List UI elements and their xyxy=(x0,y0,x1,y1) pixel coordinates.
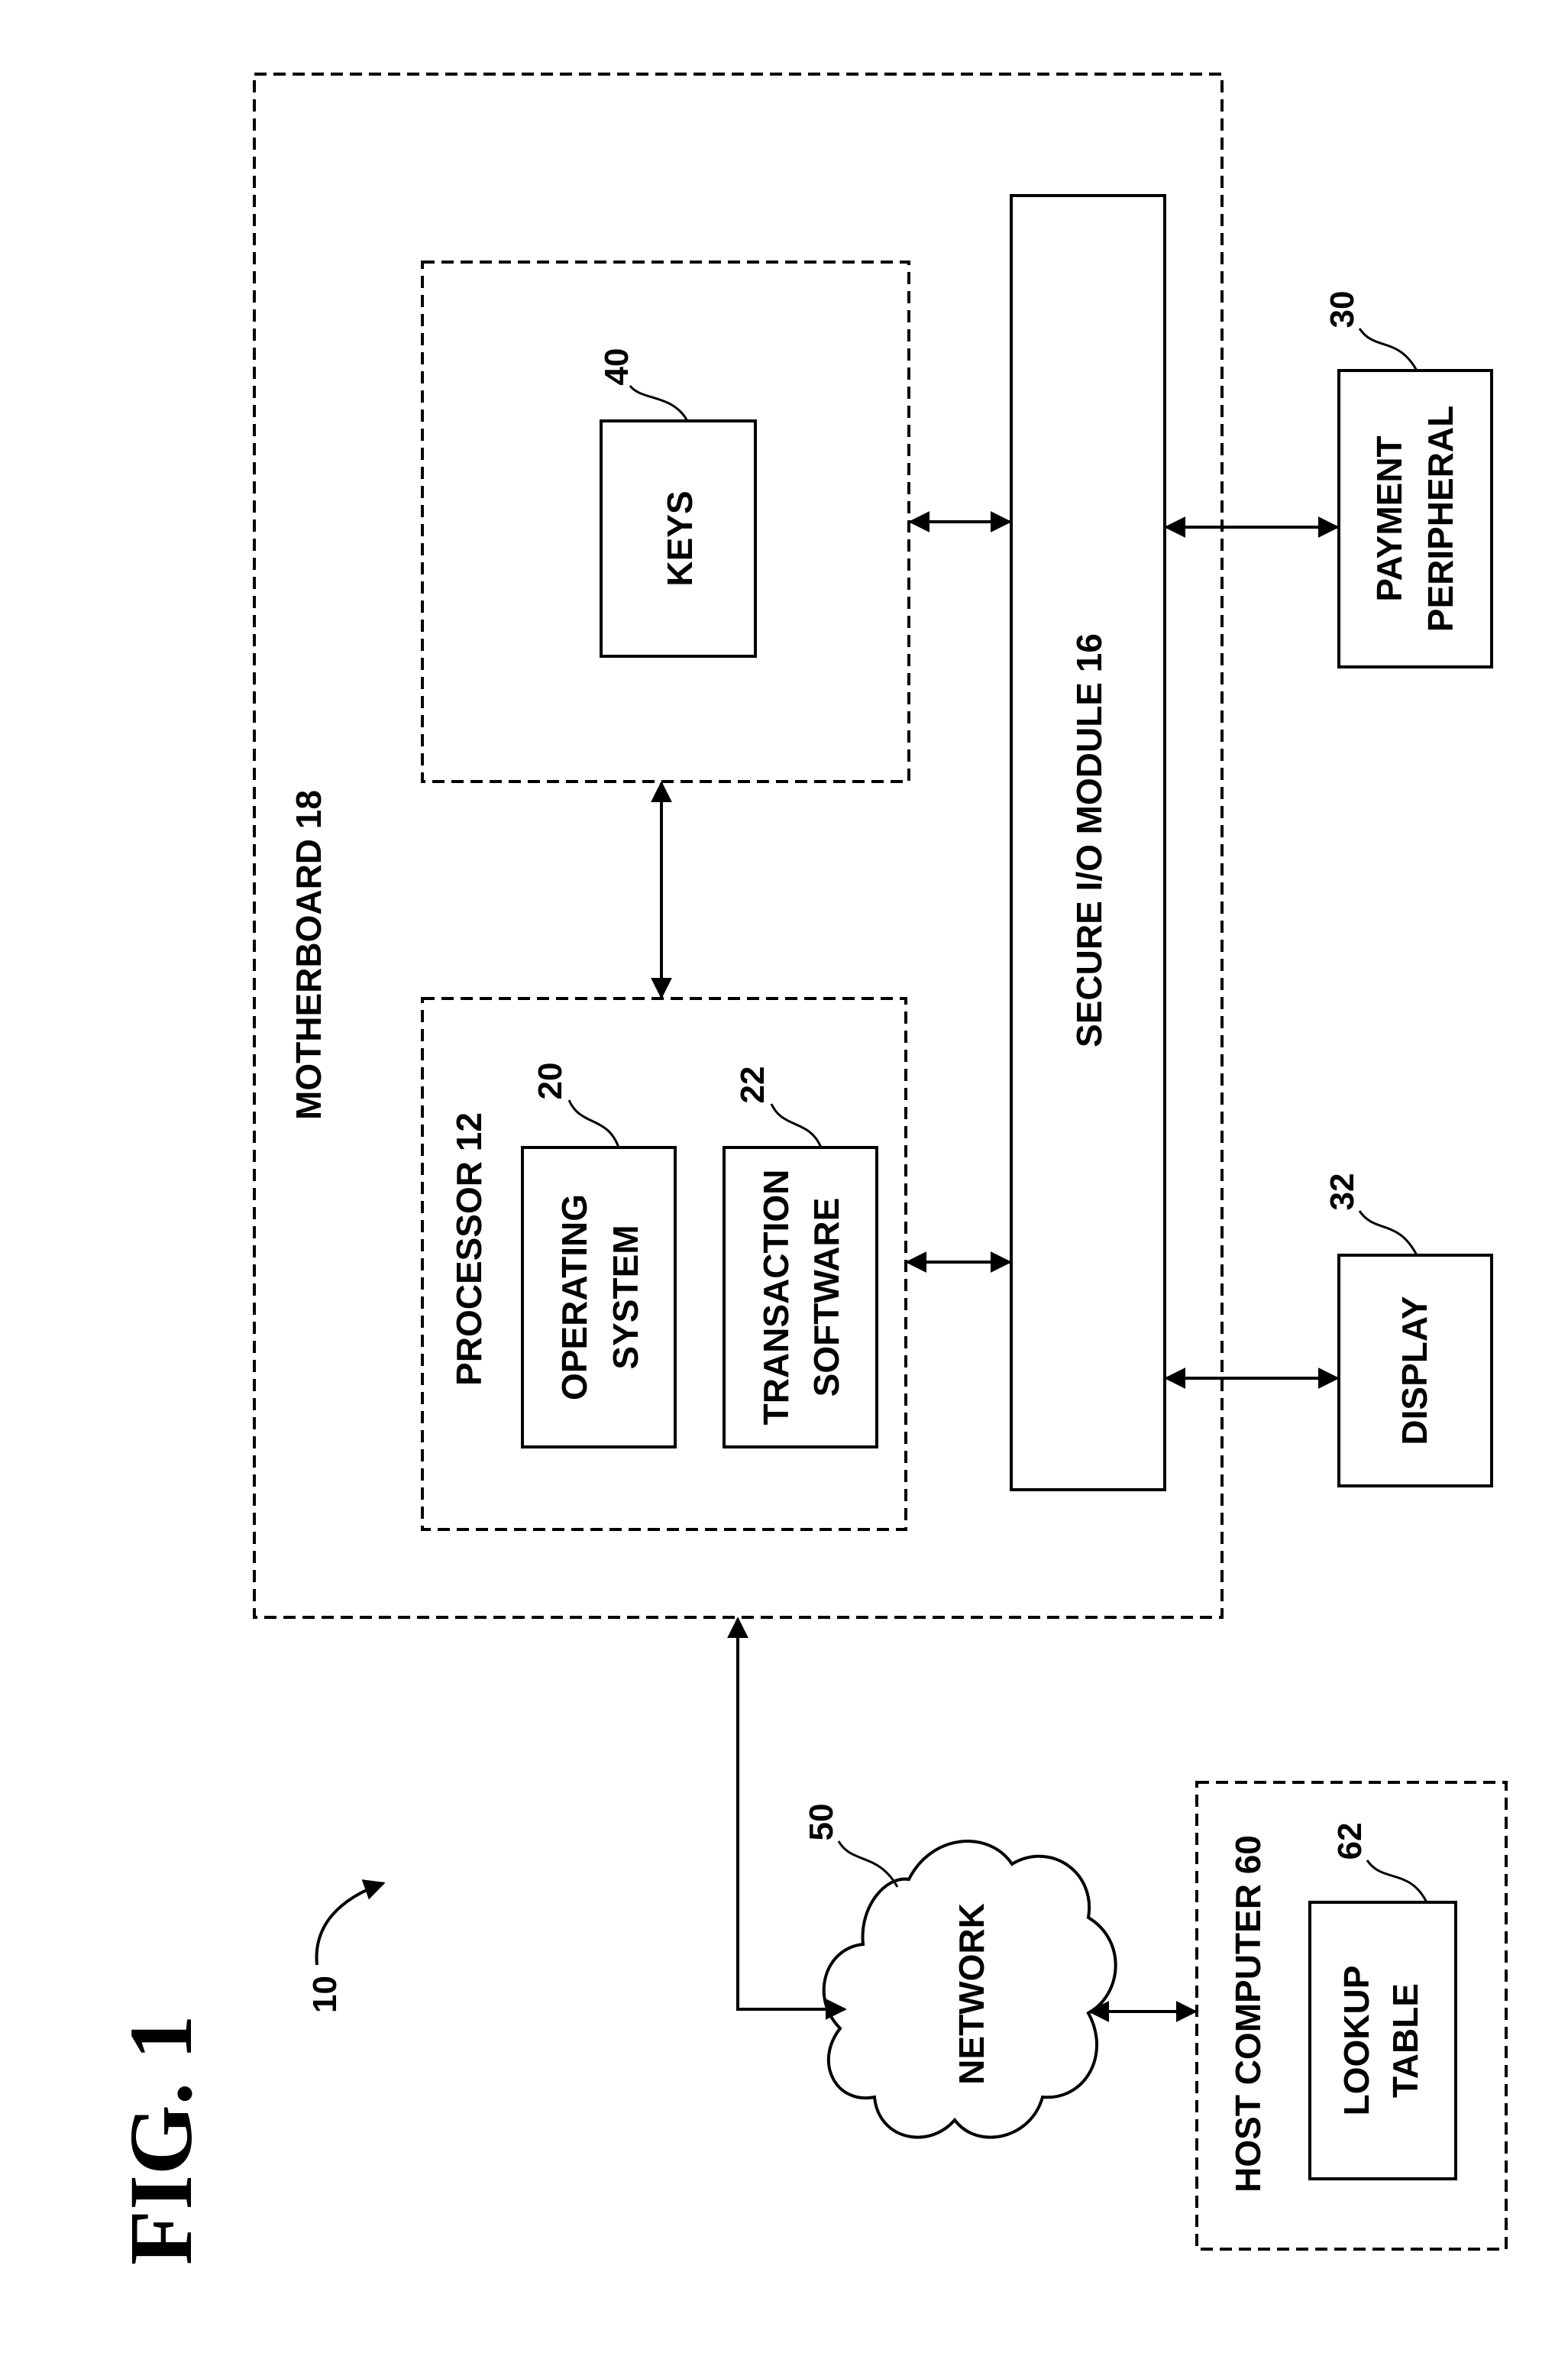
processor-label: PROCESSOR 12 xyxy=(449,1112,489,1386)
display-label: DISPLAY xyxy=(1395,1296,1434,1445)
display-leader xyxy=(1359,1211,1417,1255)
figure-label: FIG. 1 xyxy=(111,2015,211,2265)
transaction-software-label-line2: SOFTWARE xyxy=(807,1198,846,1397)
transaction-software-leader xyxy=(771,1104,821,1147)
lookup-table-label-line2: TABLE xyxy=(1385,1983,1425,2098)
transaction-software-label-line1: TRANSACTION xyxy=(756,1170,796,1426)
lookup-table-box xyxy=(1310,1902,1456,2179)
lookup-table-ref: 62 xyxy=(1331,1823,1369,1860)
network-ref: 50 xyxy=(803,1804,840,1841)
display-ref: 32 xyxy=(1324,1173,1361,1211)
payment-peripheral-label-line2: PERIPHERAL xyxy=(1421,406,1460,632)
operating-system-ref: 20 xyxy=(532,1063,569,1100)
keys-leader xyxy=(630,386,687,421)
lookup-table-label-line1: LOOKUP xyxy=(1337,1966,1376,2116)
network-leader xyxy=(839,1841,897,1887)
system-ref-arrow xyxy=(317,1883,383,1965)
system-ref-label: 10 xyxy=(306,1976,344,2013)
payment-peripheral-box xyxy=(1339,371,1492,667)
operating-system-label-line2: SYSTEM xyxy=(606,1225,645,1369)
network-label: NETWORK xyxy=(952,1903,991,2085)
payment-peripheral-label-line1: PAYMENT xyxy=(1369,435,1409,601)
operating-system-box xyxy=(522,1147,675,1447)
lookup-table-leader xyxy=(1367,1860,1427,1902)
operating-system-label-line1: OPERATING xyxy=(554,1194,594,1400)
payment-peripheral-ref: 30 xyxy=(1324,291,1361,329)
payment-peripheral-leader xyxy=(1359,329,1417,371)
host-computer-label: HOST COMPUTER 60 xyxy=(1228,1835,1268,2193)
keys-label: KEYS xyxy=(660,490,700,586)
transaction-software-box xyxy=(724,1147,877,1447)
keys-ref: 40 xyxy=(598,348,635,386)
secure-io-module-label: SECURE I/O MODULE 16 xyxy=(1069,633,1109,1047)
operating-system-leader xyxy=(569,1100,619,1147)
transaction-software-ref: 22 xyxy=(734,1066,771,1104)
motherboard-label: MOTHERBOARD 18 xyxy=(289,790,328,1120)
